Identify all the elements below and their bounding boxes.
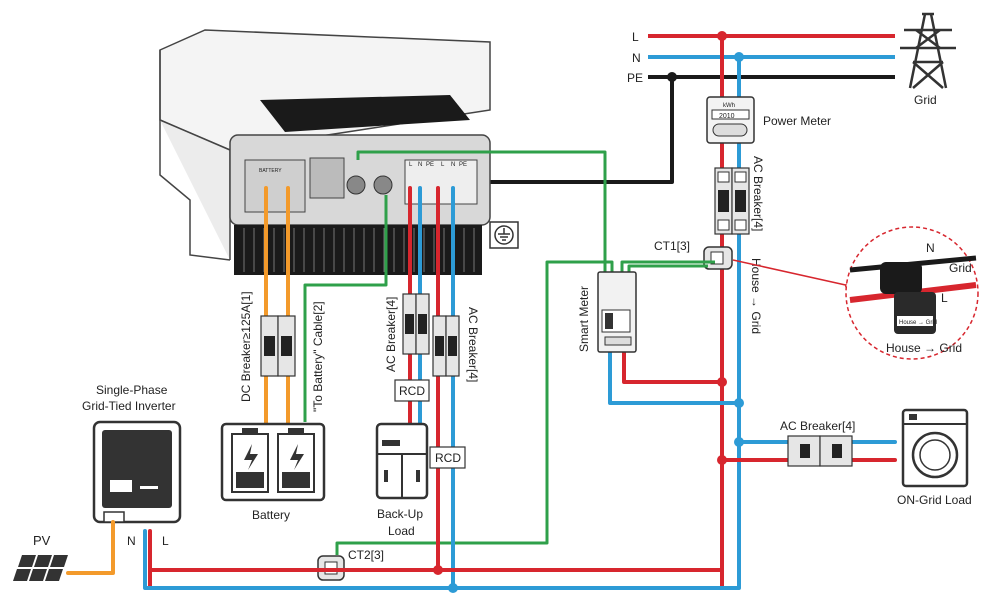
ac-breaker-load-label: AC Breaker[4] (780, 419, 855, 433)
battery-icon (220, 422, 326, 502)
backup-load-label-2: Load (388, 524, 415, 538)
power-meter-unit: kWh (723, 103, 735, 109)
ac-breaker-backup-1-label: AC Breaker[4] (384, 297, 398, 372)
ac-breaker-main-label: AC Breaker[4] (751, 156, 765, 231)
washing-machine-icon (901, 408, 969, 488)
comm-top-branch (603, 150, 607, 272)
battery-port-label: BATTERY (259, 168, 282, 174)
ct-detail-inset: House → Grid N Grid L House → Grid (845, 226, 979, 360)
terminal-n-1: N (418, 162, 422, 168)
bus-l-label: L (632, 30, 639, 44)
pv-inverter-n-label: N (127, 534, 136, 548)
power-meter: kWh 2010 (706, 96, 755, 144)
pv-inverter (92, 420, 182, 524)
terminal-l-1: L (409, 162, 413, 168)
transmission-tower-icon (900, 12, 956, 89)
inset-tag: House → Grid (899, 320, 937, 326)
comm-inverter-wire (356, 150, 603, 160)
rcd-2-label: RCD (435, 451, 461, 465)
bus-n-label: N (632, 51, 641, 65)
to-battery-cable-label: "To Battery" Cable[2] (311, 301, 325, 412)
bus-pe-label: PE (627, 71, 643, 85)
inset-caption: House → Grid (886, 341, 962, 355)
ground-symbol-icon (489, 221, 519, 249)
solar-panel-icon (13, 555, 68, 581)
pv-dc-wire (66, 520, 115, 575)
ct2-signal-wire (335, 260, 614, 555)
to-battery-cable-wire (303, 195, 388, 422)
inset-l-label: L (941, 291, 948, 305)
heatsink (234, 225, 482, 275)
grid-label: Grid (914, 93, 937, 107)
dc-breaker (260, 315, 296, 377)
pv-inverter-title-2: Grid-Tied Inverter (82, 399, 176, 413)
backup-load-label-1: Back-Up (377, 507, 423, 521)
ac-breaker-main (714, 167, 750, 235)
hybrid-inverter: BATTERY (159, 29, 519, 275)
ct1-signal-wire-2 (627, 264, 708, 272)
pv-inverter-title-1: Single-Phase (96, 383, 168, 397)
smart-meter-neutral (608, 350, 741, 405)
rcd-1: RCD (394, 379, 430, 402)
inset-grid-label: Grid (949, 261, 972, 275)
rcd-2: RCD (429, 446, 466, 469)
terminal-l-2: L (441, 162, 445, 168)
ct1-clamp (703, 246, 733, 270)
ac-breaker-backup-2 (432, 315, 460, 377)
terminal-pe-2: PE (459, 162, 467, 168)
terminal-n-2: N (451, 162, 455, 168)
ct2-label: CT2[3] (348, 548, 384, 562)
smart-meter-label: Smart Meter (577, 286, 591, 352)
inset-n-label: N (926, 241, 935, 255)
main-neutral-run (143, 55, 741, 590)
on-grid-load-label: ON-Grid Load (897, 493, 972, 507)
house-grid-direction-label: House → Grid (749, 258, 763, 334)
smart-meter (597, 271, 637, 353)
pe-to-inverter (408, 75, 674, 184)
ac-terminal-block: L N PE L N PE (409, 162, 467, 168)
ct1-signal-wire (620, 260, 715, 272)
rcd-1-label: RCD (399, 384, 425, 398)
pv-label: PV (33, 533, 51, 548)
ac-breaker-load (787, 435, 853, 467)
grid-bus: L N PE (627, 30, 895, 85)
ct1-label: CT1[3] (654, 239, 690, 253)
inset-leader-line (732, 259, 851, 287)
ac-breaker-backup-1 (402, 293, 430, 355)
dc-breaker-label: DC Breaker≥125A[1] (239, 291, 253, 402)
terminal-pe-1: PE (426, 162, 434, 168)
ac-breaker-backup-2-label: AC Breaker[4] (466, 307, 480, 382)
battery-label: Battery (252, 508, 290, 522)
power-meter-reading: 2010 (719, 113, 735, 120)
pv-inverter-l-label: L (162, 534, 169, 548)
refrigerator-icon (375, 422, 429, 500)
power-meter-label: Power Meter (763, 114, 831, 128)
smart-meter-live (622, 350, 724, 384)
